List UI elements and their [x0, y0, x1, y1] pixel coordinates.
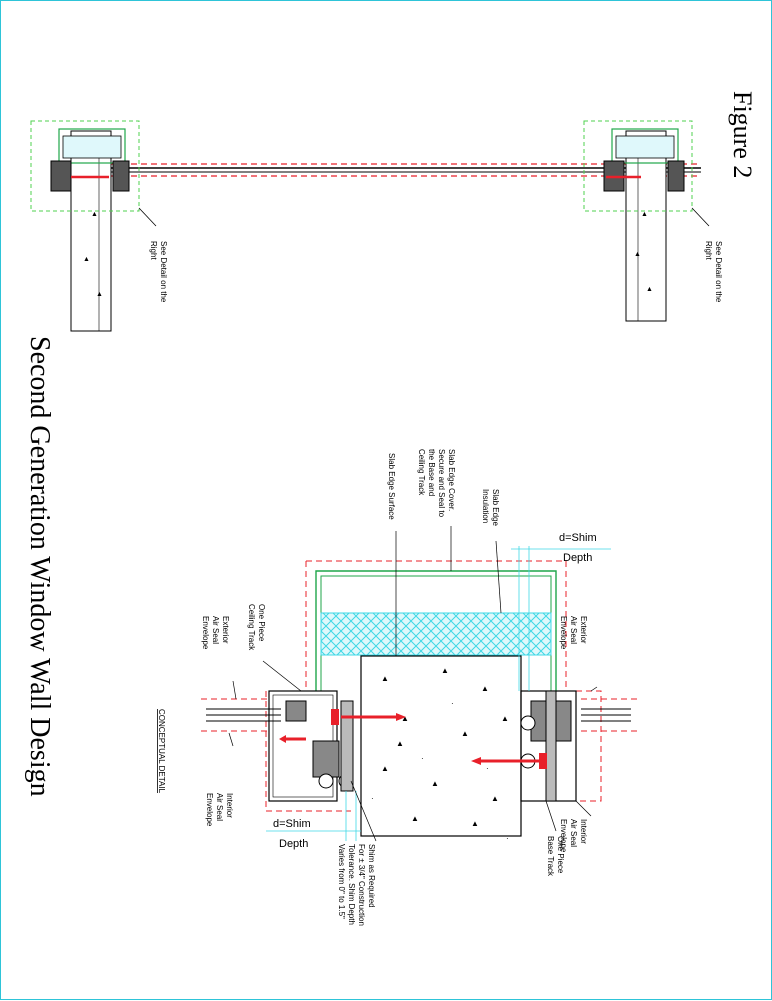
svg-text:▲: ▲: [381, 764, 389, 773]
svg-text:▲: ▲: [83, 256, 90, 263]
svg-text:Ceiling Track: Ceiling Track: [247, 604, 256, 651]
svg-text:Right: Right: [704, 241, 713, 260]
svg-text:·: ·: [486, 764, 489, 773]
svg-text:·: ·: [421, 754, 424, 763]
svg-text:For ± 3/4" Construction: For ± 3/4" Construction: [357, 844, 366, 926]
svg-text:Secure and Seal to: Secure and Seal to: [437, 449, 446, 518]
svg-text:·: ·: [451, 699, 454, 708]
svg-text:Slab Edge Surface: Slab Edge Surface: [387, 453, 396, 520]
svg-text:·: ·: [371, 794, 374, 803]
callout-see-detail-right: See Detail on the Right: [704, 241, 723, 303]
svg-text:Tolerance. Shim Depth: Tolerance. Shim Depth: [347, 844, 356, 925]
svg-text:Air Seal: Air Seal: [569, 616, 578, 644]
callout-exterior-air-seal-top: Exterior Air Seal Envelope: [559, 616, 588, 650]
svg-text:Insulation: Insulation: [481, 489, 490, 523]
svg-text:▲: ▲: [471, 819, 479, 828]
svg-text:Base Track: Base Track: [546, 836, 555, 877]
svg-text:▲: ▲: [646, 286, 653, 293]
slab-edge-insulation: [320, 612, 552, 656]
svg-text:Envelope: Envelope: [559, 616, 568, 650]
svg-text:▲: ▲: [501, 714, 509, 723]
svg-text:Exterior: Exterior: [221, 616, 230, 644]
svg-text:One Piece: One Piece: [257, 604, 266, 642]
svg-text:▲: ▲: [381, 674, 389, 683]
svg-text:▲: ▲: [481, 684, 489, 693]
svg-text:Slab Edge Cover.: Slab Edge Cover.: [447, 449, 456, 511]
svg-text:▲: ▲: [441, 666, 449, 675]
svg-text:▲: ▲: [91, 211, 98, 218]
overview-elevation: ▲ ▲ ▲ ▲ ▲ ▲: [30, 120, 710, 332]
shim-dimension-top: d=Shim Depth: [511, 532, 611, 691]
svg-text:Envelope: Envelope: [201, 616, 210, 650]
svg-text:▲: ▲: [411, 814, 419, 823]
svg-text:Interior: Interior: [225, 793, 234, 818]
svg-text:Air Seal: Air Seal: [569, 819, 578, 847]
svg-text:▲: ▲: [634, 251, 641, 258]
concrete-slab: [360, 655, 522, 837]
svg-text:▲: ▲: [396, 739, 404, 748]
svg-text:the Base and: the Base and: [427, 449, 436, 496]
svg-text:▲: ▲: [96, 291, 103, 298]
anchor-screw-left: [331, 709, 406, 725]
callout-interior-air-seal-bottom: Interior Air Seal Envelope: [205, 793, 234, 827]
callout-see-detail-left: See Detail on the Right: [149, 241, 168, 303]
anchor-screw-small: [279, 735, 306, 743]
svg-text:CONCEPTUAL DETAIL: CONCEPTUAL DETAIL: [157, 709, 166, 794]
ceiling-track: [268, 690, 354, 802]
svg-text:Right: Right: [149, 241, 158, 260]
callout-slab-edge-insulation: Slab Edge Insulation: [481, 489, 500, 526]
callout-shim-note: Shim as Required For ± 3/4" Construction…: [337, 844, 376, 926]
base-track: [520, 690, 577, 802]
svg-text:One Piece: One Piece: [556, 836, 565, 874]
svg-text:d=Shim: d=Shim: [273, 818, 311, 830]
conceptual-detail: ▲ ▲ ▲ ▲ ▲ ▲ ▲ ▲ ▲ ▲ ▲ ▲ · · · · ·: [201, 526, 641, 850]
svg-text:Air Seal: Air Seal: [211, 616, 220, 644]
svg-text:Envelope: Envelope: [205, 793, 214, 827]
left-slab-column: ▲ ▲ ▲: [30, 120, 157, 332]
right-slab-column: ▲ ▲ ▲: [583, 120, 710, 322]
shim-dimension-bottom: d=Shim Depth: [266, 791, 361, 850]
svg-text:▲: ▲: [431, 779, 439, 788]
svg-text:▲: ▲: [401, 714, 409, 723]
svg-text:Depth: Depth: [279, 838, 308, 850]
svg-text:See Detail on the: See Detail on the: [159, 241, 168, 303]
svg-text:d=Shim: d=Shim: [559, 532, 597, 544]
svg-text:Envelope: Envelope: [559, 819, 568, 853]
svg-text:See Detail on the: See Detail on the: [714, 241, 723, 303]
svg-text:Air Seal: Air Seal: [215, 793, 224, 821]
figure-label: Figure 2: [728, 91, 757, 178]
svg-text:▲: ▲: [641, 211, 648, 218]
callout-slab-edge-cover: Slab Edge Cover. Secure and Seal to the …: [417, 449, 456, 518]
svg-text:Varies from 0" to 1.5": Varies from 0" to 1.5": [337, 844, 346, 919]
svg-text:Shim as Required: Shim as Required: [367, 844, 376, 908]
svg-text:Exterior: Exterior: [579, 616, 588, 644]
callout-exterior-air-seal-bottom: Exterior Air Seal Envelope: [201, 616, 230, 650]
svg-text:Interior: Interior: [579, 819, 588, 844]
callout-one-piece-ceiling-track: One Piece Ceiling Track: [247, 604, 266, 651]
page-title: Second Generation Window Wall Design: [24, 336, 55, 797]
svg-text:▲: ▲: [491, 794, 499, 803]
svg-text:Depth: Depth: [563, 552, 592, 564]
svg-text:Slab Edge: Slab Edge: [491, 489, 500, 526]
callout-interior-air-seal-top: Interior Air Seal Envelope: [559, 819, 588, 853]
callout-slab-edge-surface: Slab Edge Surface: [387, 453, 396, 520]
anchor-screw-right: [471, 753, 547, 769]
detail-title: CONCEPTUAL DETAIL: [157, 709, 166, 794]
callout-one-piece-base-track: One Piece Base Track: [546, 836, 565, 877]
svg-text:Ceiling Track: Ceiling Track: [417, 449, 426, 496]
svg-text:▲: ▲: [461, 729, 469, 738]
svg-text:·: ·: [506, 834, 509, 843]
